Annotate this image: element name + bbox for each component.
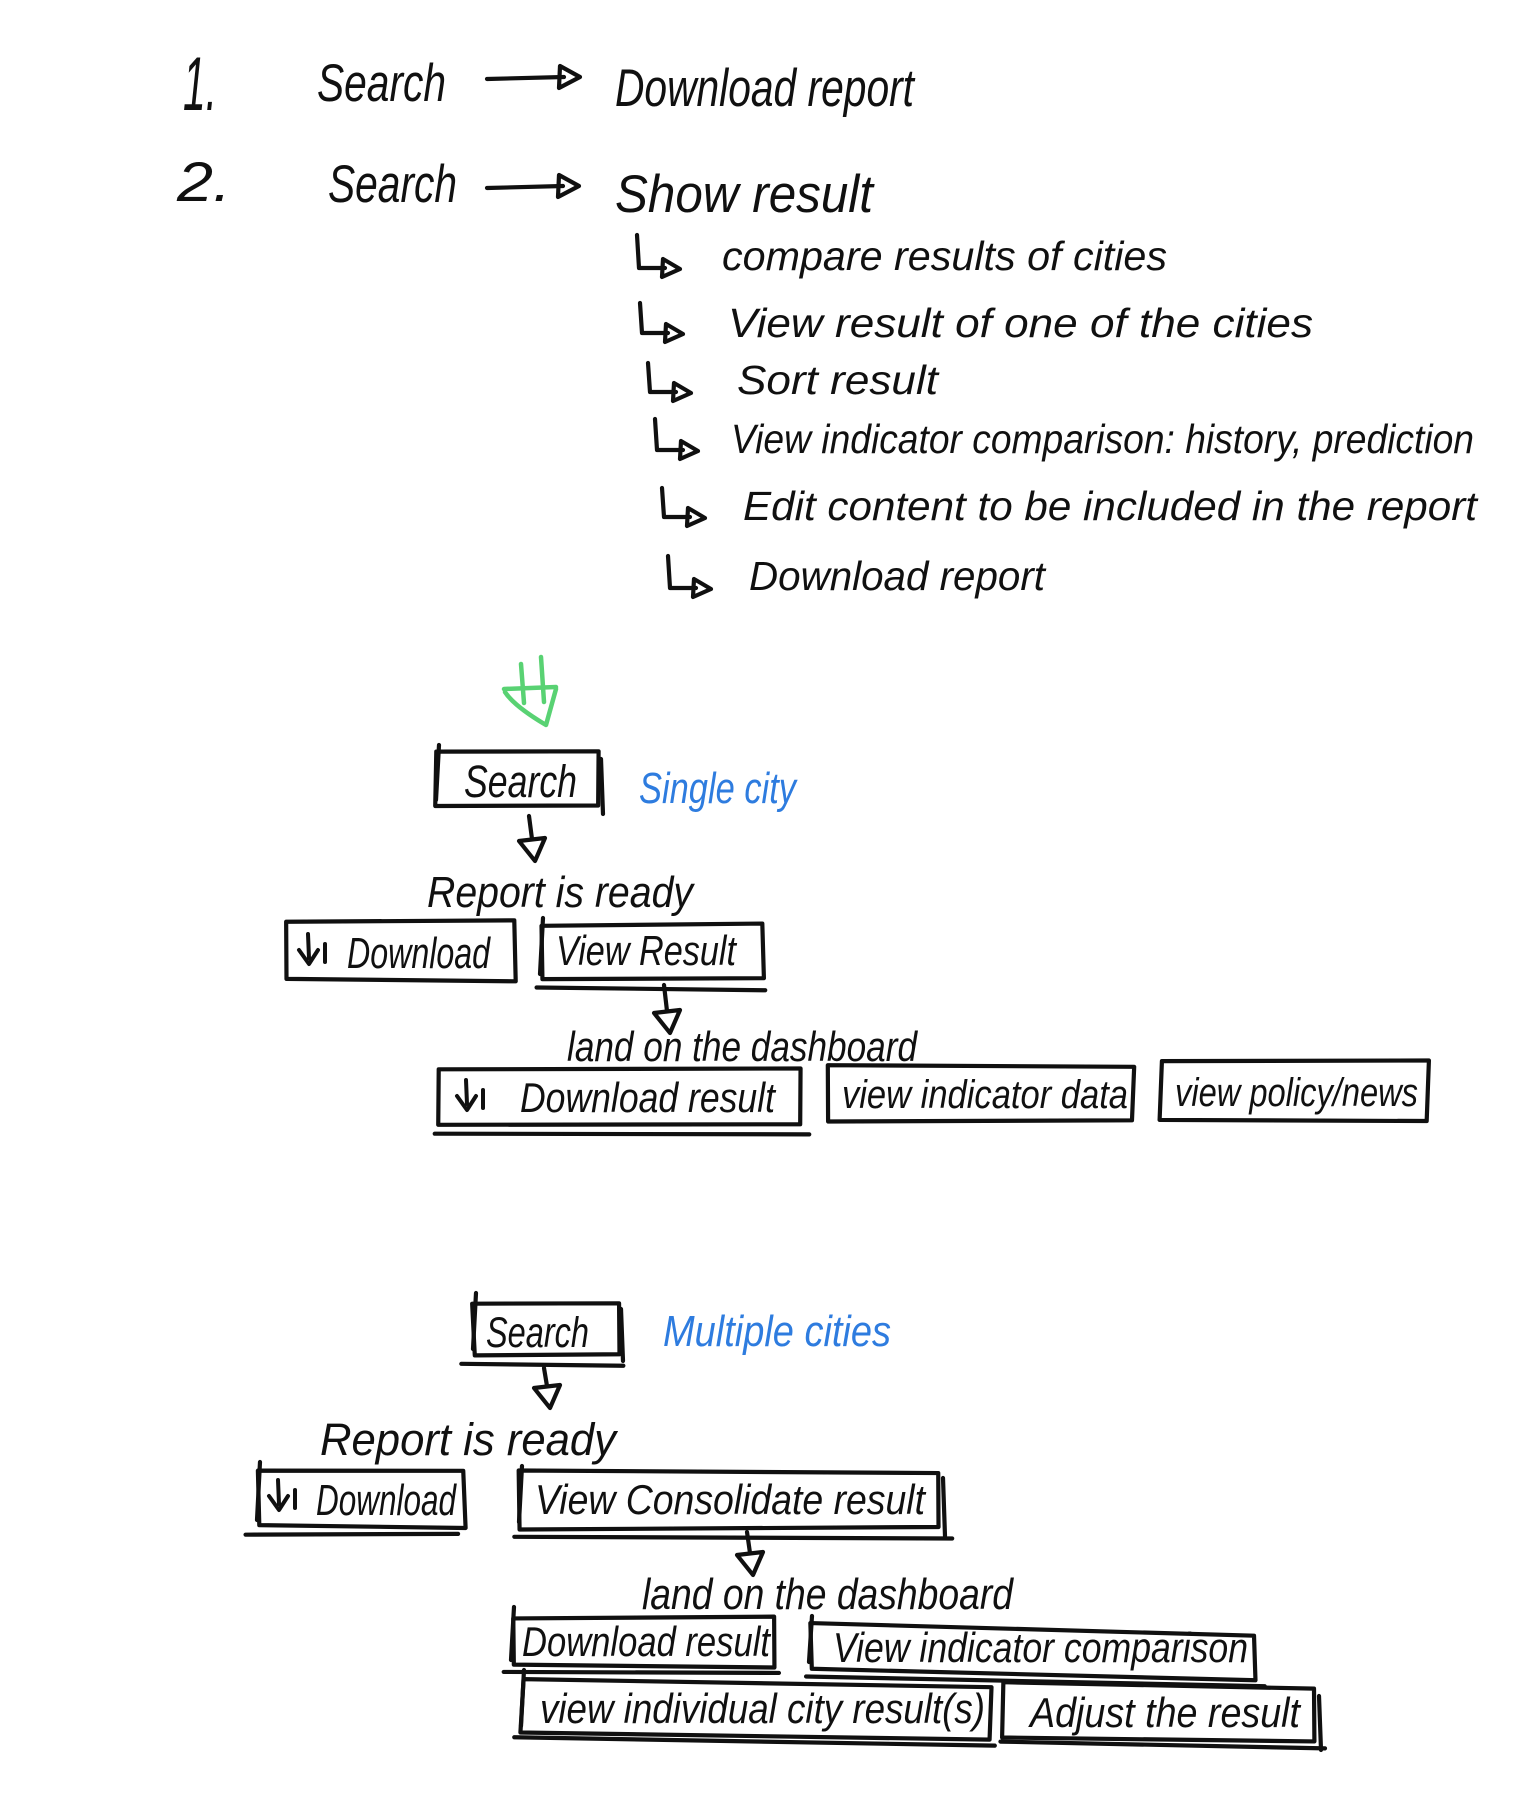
svg-text:view individual city result(s): view individual city result(s): [540, 1685, 985, 1732]
svg-text:Search: Search: [464, 756, 577, 807]
svg-text:View Consolidate result: View Consolidate result: [535, 1476, 927, 1523]
svg-text:1.: 1.: [183, 42, 217, 127]
svg-text:Download result: Download result: [520, 1074, 777, 1121]
svg-text:view indicator data: view indicator data: [842, 1073, 1128, 1117]
svg-text:Show result: Show result: [615, 165, 875, 224]
svg-text:Download report: Download report: [749, 553, 1047, 599]
svg-text:View indicator comparison: his: View indicator comparison: history, pred…: [731, 416, 1474, 462]
svg-text:Sort result: Sort result: [737, 357, 940, 403]
svg-text:Report is ready: Report is ready: [320, 1414, 618, 1465]
svg-text:land on the dashboard: land on the dashboard: [642, 1570, 1014, 1619]
svg-text:View indicator comparison: View indicator comparison: [833, 1624, 1248, 1671]
svg-text:Single city: Single city: [639, 764, 798, 813]
svg-text:Download report: Download report: [615, 59, 916, 118]
svg-text:Adjust the result: Adjust the result: [1027, 1689, 1302, 1736]
svg-text:Multiple cities: Multiple cities: [663, 1307, 891, 1356]
svg-text:Search: Search: [486, 1309, 589, 1357]
svg-text:compare results of cities: compare results of cities: [722, 233, 1167, 279]
svg-text:view policy/news: view policy/news: [1175, 1071, 1418, 1115]
svg-text:Edit content to be included in: Edit content to be included in the repor…: [743, 483, 1479, 529]
svg-text:Search: Search: [317, 54, 446, 113]
svg-text:Search: Search: [328, 155, 457, 214]
svg-text:Download result: Download result: [522, 1618, 772, 1665]
svg-text:2.: 2.: [176, 150, 231, 213]
svg-text:Download: Download: [347, 929, 491, 978]
svg-text:land on the dashboard: land on the dashboard: [567, 1023, 918, 1070]
svg-text:View result of one of the citi: View result of one of the cities: [728, 300, 1313, 346]
svg-text:View Result: View Result: [556, 927, 738, 974]
svg-text:Download: Download: [316, 1476, 457, 1525]
svg-text:Report is ready: Report is ready: [427, 868, 696, 917]
